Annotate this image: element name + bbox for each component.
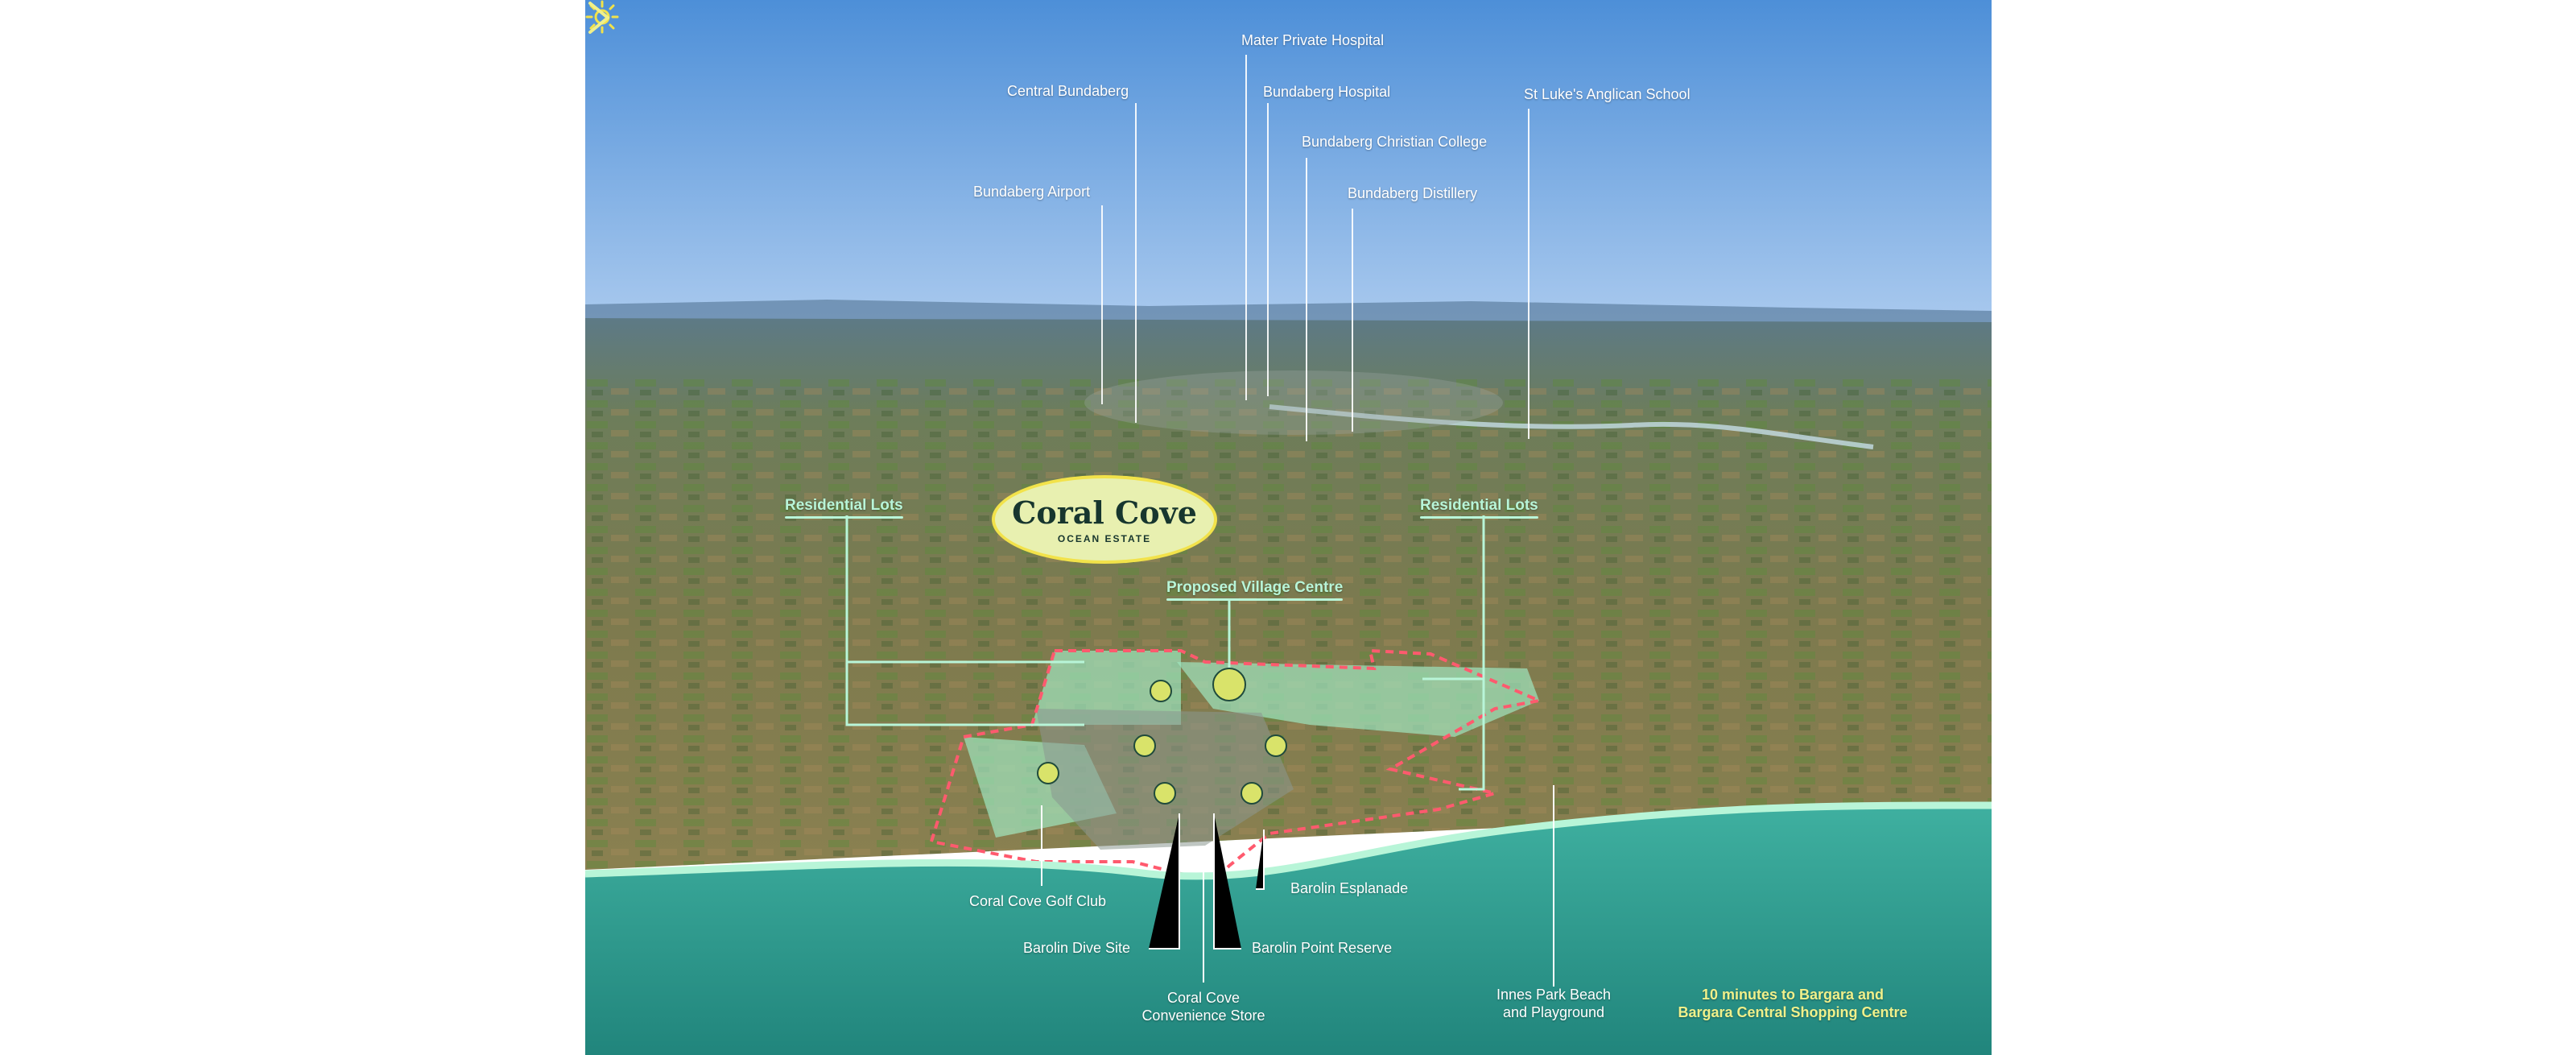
label-bundaberg-christian-college: Bundaberg Christian College <box>1302 134 1488 150</box>
chevron-right-icon[interactable] <box>585 0 613 35</box>
label-barolin-dive-site: Barolin Dive Site <box>1023 940 1131 956</box>
label-proposed-village-centre: Proposed Village Centre <box>1166 579 1344 601</box>
label-bundaberg-distillery: Bundaberg Distillery <box>1348 185 1478 201</box>
label-barolin-esplanade: Barolin Esplanade <box>1290 880 1409 896</box>
label-bundaberg-airport: Bundaberg Airport <box>973 184 1091 200</box>
logo-subtitle: OCEAN ESTATE <box>1057 533 1152 544</box>
aerial-photo-illustration <box>585 0 1992 1055</box>
label-barolin-point-reserve: Barolin Point Reserve <box>1252 940 1393 956</box>
label-coral-cove-convenience-store: Coral Cove Convenience Store <box>1141 990 1265 1024</box>
label-innes-park-beach: Innes Park Beach and Playground <box>1496 987 1612 1020</box>
logo-title: Coral Cove <box>1012 494 1197 531</box>
bargara-callout: 10 minutes to Bargara and Bargara Centra… <box>1678 987 1908 1020</box>
label-coral-cove-golf-club: Coral Cove Golf Club <box>969 893 1107 909</box>
label-central-bundaberg: Central Bundaberg <box>1007 83 1129 99</box>
logo-ring <box>992 475 1217 564</box>
coral-cove-logo: Coral Cove OCEAN ESTATE <box>992 475 1217 564</box>
label-bundaberg-hospital: Bundaberg Hospital <box>1263 84 1391 100</box>
aerial-map: Mater Private Hospital Central Bundaberg… <box>585 0 1992 1055</box>
label-residential-lots-left: Residential Lots <box>785 497 903 519</box>
label-residential-lots-right: Residential Lots <box>1420 497 1538 519</box>
label-mater-private-hospital: Mater Private Hospital <box>1241 32 1385 48</box>
label-st-lukes-anglican-school: St Luke's Anglican School <box>1524 86 1690 102</box>
